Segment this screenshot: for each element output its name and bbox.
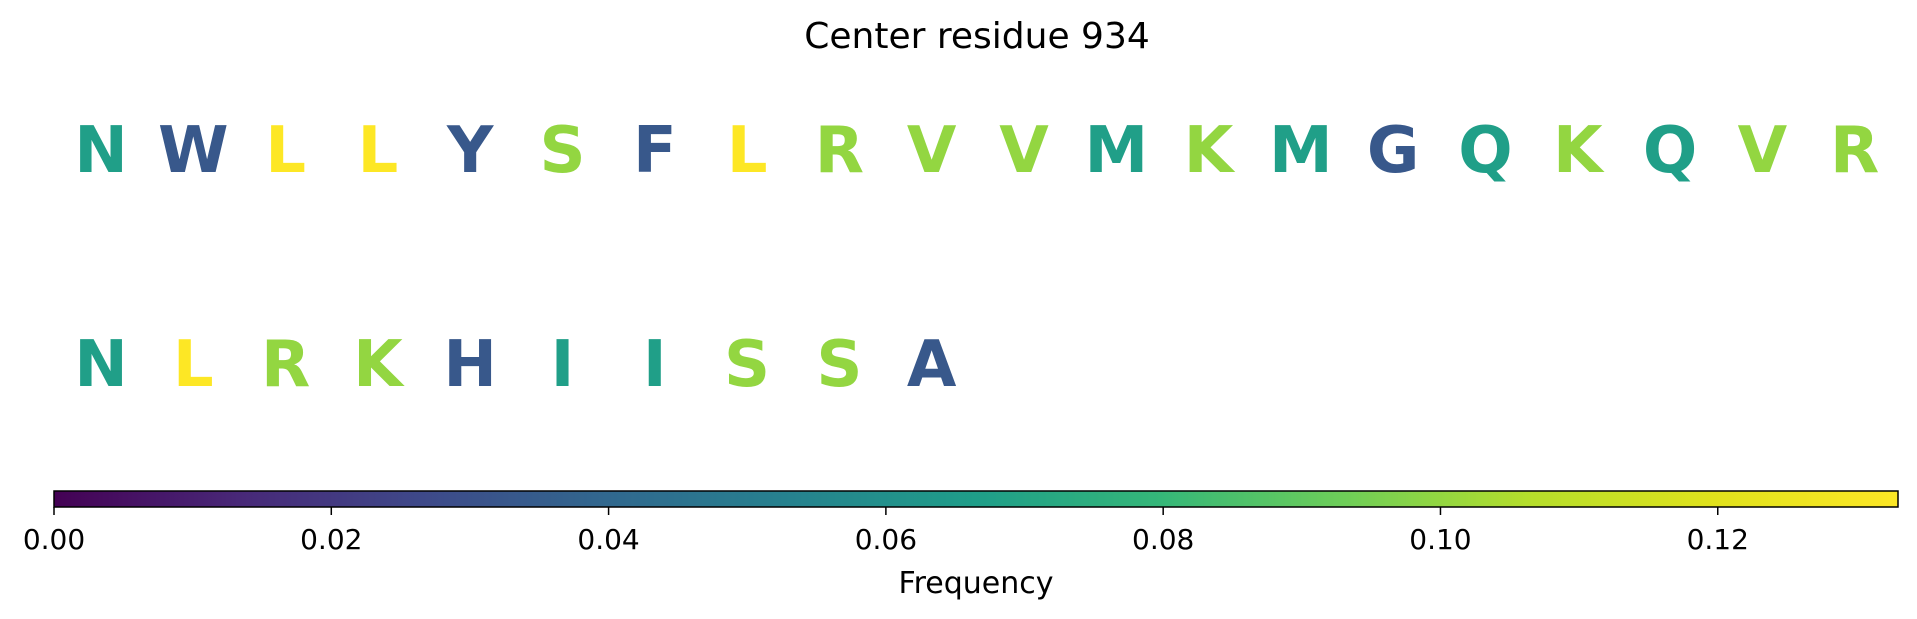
colorbar-tick-label: 0.08	[1132, 523, 1194, 556]
residue-letter: K	[1184, 114, 1236, 188]
residue-letter: L	[358, 114, 399, 188]
colorbar-tick-label: 0.10	[1409, 523, 1471, 556]
residue-letter: K	[1553, 114, 1605, 188]
residue-letter: S	[539, 114, 585, 188]
chart-title: Center residue 934	[804, 16, 1150, 57]
residue-letter: S	[724, 328, 770, 402]
residue-letter: M	[1269, 114, 1333, 188]
colorbar-tick-label: 0.12	[1687, 523, 1749, 556]
residue-letter: F	[633, 114, 677, 188]
residue-letter: W	[158, 114, 229, 188]
colorbar-ticks: 0.00 0.02 0.04 0.06 0.08 0.10 0.12	[23, 507, 1749, 556]
residue-letter: L	[173, 328, 214, 402]
residue-letter: N	[74, 114, 128, 188]
residue-letter: Y	[446, 114, 494, 188]
residue-letter: H	[443, 328, 497, 402]
colorbar-label: Frequency	[899, 566, 1054, 601]
colorbar-gradient	[53, 490, 1899, 508]
residue-letter: Q	[1643, 114, 1697, 188]
residue-letter: V	[1738, 114, 1788, 188]
colorbar-tick-label: 0.02	[300, 523, 362, 556]
colorbar-tick-label: 0.06	[855, 523, 917, 556]
residue-letter: R	[815, 114, 864, 188]
residue-letter: Q	[1458, 114, 1512, 188]
residue-letter: R	[261, 328, 310, 402]
residue-letter: K	[353, 328, 405, 402]
residue-letter: I	[643, 328, 667, 402]
colorbar-tick-label: 0.00	[23, 523, 85, 556]
residue-letter: N	[74, 328, 128, 402]
residue-letter: L	[265, 114, 306, 188]
residue-letter: I	[551, 328, 575, 402]
residue-letter: G	[1367, 114, 1420, 188]
colorbar-tick-label: 0.04	[577, 523, 639, 556]
residue-letter: M	[1084, 114, 1148, 188]
residue-letter: V	[907, 114, 957, 188]
residue-letter: R	[1830, 114, 1879, 188]
colorbar: 0.00 0.02 0.04 0.06 0.08 0.10 0.12 Frequency	[23, 490, 1899, 601]
residue-letter: A	[907, 328, 957, 402]
residue-letter: S	[816, 328, 862, 402]
residue-letter: L	[727, 114, 768, 188]
residue-letter: V	[999, 114, 1049, 188]
